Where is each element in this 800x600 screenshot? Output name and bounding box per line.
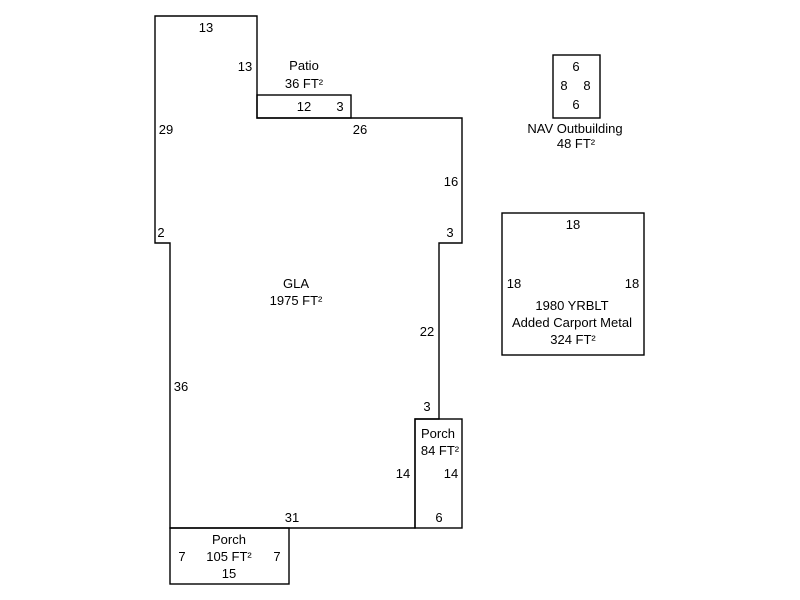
gla-title: GLA <box>283 276 309 291</box>
outbuilding-title: NAV Outbuilding <box>527 121 622 136</box>
carport-dim-left: 18 <box>507 276 521 291</box>
porch-right-outline <box>414 418 463 529</box>
porch-bottom-area: Porch 105 FT² 7 7 15 <box>169 527 290 585</box>
outbuilding-dim-bottom: 6 <box>572 97 579 112</box>
patio-dim-left: 12 <box>297 99 311 114</box>
porch-right-area-label: 84 FT² <box>421 443 460 458</box>
gla-dim-right-step: 3 <box>446 225 453 240</box>
outbuilding-dim-left: 8 <box>560 78 567 93</box>
gla-dim-right-lower: 3 <box>423 399 430 414</box>
carport-dim-top: 18 <box>566 217 580 232</box>
carport-area: 18 18 18 1980 YRBLT Added Carport Metal … <box>501 212 645 356</box>
porch-bottom-area-label: 105 FT² <box>206 549 252 564</box>
gla-dim-bottom: 31 <box>285 510 299 525</box>
outbuilding-dim-right: 8 <box>583 78 590 93</box>
gla-dim-left-lower: 36 <box>174 379 188 394</box>
carport-outline <box>501 212 645 356</box>
porch-bottom-outline <box>169 527 290 585</box>
gla-dim-right-mid: 22 <box>420 324 434 339</box>
patio-area: Patio 36 FT² 13 12 3 <box>238 58 352 119</box>
outbuilding-area-label: 48 FT² <box>557 136 596 151</box>
carport-title-line2: Added Carport Metal <box>512 315 632 330</box>
porch-bottom-dim-right: 7 <box>273 549 280 564</box>
outbuilding-outline <box>552 54 601 119</box>
porch-bottom-title: Porch <box>212 532 246 547</box>
porch-bottom-dim-bottom: 15 <box>222 566 236 581</box>
porch-right-dim-right: 14 <box>444 466 458 481</box>
gla-area-label: 1975 FT² <box>270 293 323 308</box>
carport-dim-right: 18 <box>625 276 639 291</box>
gla-dim-right-upper: 16 <box>444 174 458 189</box>
porch-bottom-dim-left: 7 <box>178 549 185 564</box>
porch-right-dim-bottom: 6 <box>435 510 442 525</box>
carport-area-label: 324 FT² <box>550 332 596 347</box>
gla-dim-left-upper: 29 <box>159 122 173 137</box>
gla-dim-top: 13 <box>199 20 213 35</box>
gla-dim-left-step: 2 <box>157 225 164 240</box>
patio-dim-right: 3 <box>336 99 343 114</box>
gla-dim-top-right: 26 <box>353 122 367 137</box>
patio-dim-upper-wall: 13 <box>238 59 252 74</box>
porch-right-dim-left: 14 <box>396 466 410 481</box>
porch-right-title: Porch <box>421 426 455 441</box>
patio-area-label: 36 FT² <box>285 76 324 91</box>
carport-title-line1: 1980 YRBLT <box>535 298 608 313</box>
porch-right-area: Porch 84 FT² 14 14 6 <box>396 418 463 529</box>
patio-outline <box>256 94 352 119</box>
patio-title: Patio <box>289 58 319 73</box>
outbuilding-area: 6 8 8 6 NAV Outbuilding 48 FT² <box>527 54 623 151</box>
outbuilding-dim-top: 6 <box>572 59 579 74</box>
